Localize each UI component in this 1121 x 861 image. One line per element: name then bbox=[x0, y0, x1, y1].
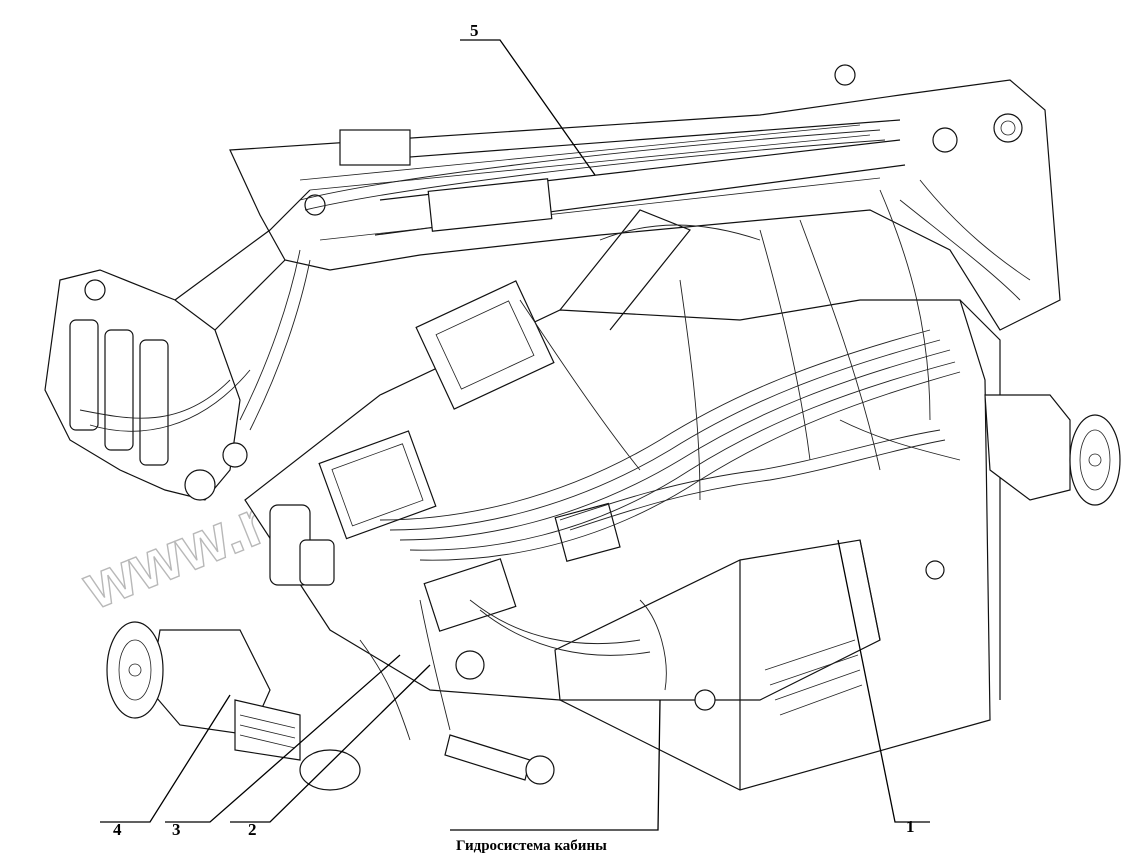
caption-callout: Гидросистема кабины bbox=[450, 699, 661, 854]
callout-4: 4 bbox=[100, 694, 231, 839]
callout-2-label: 2 bbox=[248, 820, 257, 839]
callout-1: 1 bbox=[837, 539, 930, 836]
left-linkage bbox=[44, 189, 311, 501]
right-axle bbox=[984, 394, 1121, 506]
callout-1-label: 1 bbox=[906, 817, 915, 836]
boom-arm bbox=[229, 64, 1061, 331]
caption-label: Гидросистема кабины bbox=[456, 838, 607, 854]
left-axle bbox=[106, 621, 555, 791]
hydraulic-hoses bbox=[239, 129, 1031, 741]
callout-5: 5 bbox=[460, 21, 596, 176]
callout-4-label: 4 bbox=[113, 820, 122, 839]
callout-5-label: 5 bbox=[470, 21, 479, 40]
callout-3: 3 bbox=[165, 654, 401, 839]
cab-body bbox=[244, 209, 1001, 791]
callout-3-label: 3 bbox=[172, 820, 181, 839]
hydraulic-distributor bbox=[269, 430, 621, 680]
callout-2: 2 bbox=[230, 664, 431, 839]
